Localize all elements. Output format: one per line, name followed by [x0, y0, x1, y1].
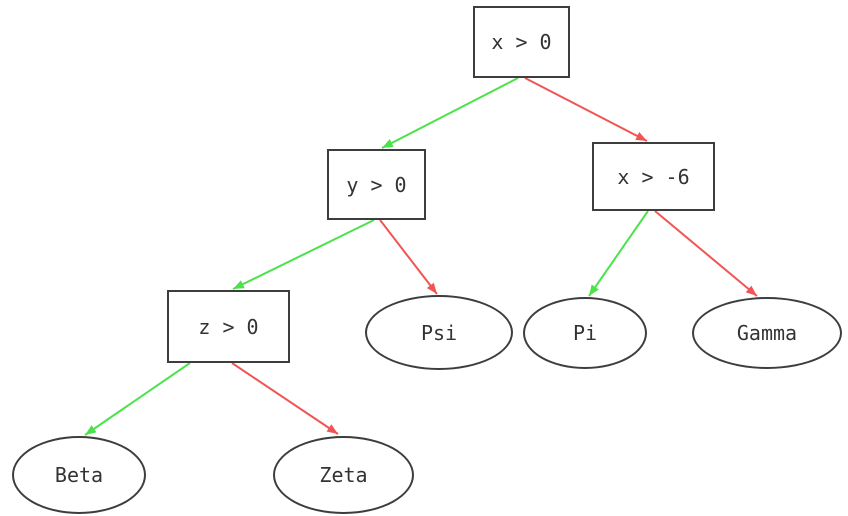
decision-node-z-gt-0-label: z > 0 [198, 314, 259, 339]
edge-z-gt-0-to-zeta-false [231, 362, 339, 435]
leaf-node-beta-label: Beta [54, 463, 104, 487]
decision-node-y-gt-0: y > 0 [327, 149, 426, 220]
leaf-node-gamma: Gamma [692, 297, 842, 369]
decision-node-z-gt-0: z > 0 [167, 290, 290, 363]
edge-y-gt-0-to-psi-false [379, 219, 438, 295]
leaf-node-psi: Psi [365, 295, 513, 370]
decision-node-x-gt-0: x > 0 [473, 6, 570, 78]
edge-root-to-x-gt-neg6-false [524, 77, 648, 142]
leaf-node-pi-label: Pi [572, 321, 598, 345]
edge-root-to-y-gt-0-true [381, 77, 519, 149]
leaf-node-psi-label: Psi [420, 320, 458, 345]
leaf-node-zeta: Zeta [273, 436, 414, 514]
leaf-node-pi: Pi [523, 297, 647, 369]
edge-x-gt-neg6-to-pi-true [588, 210, 649, 297]
edge-y-gt-0-to-z-gt-0-true [232, 219, 375, 290]
decision-node-x-gt-neg6: x > -6 [592, 142, 715, 211]
leaf-node-zeta-label: Zeta [319, 463, 368, 487]
decision-node-x-gt-neg6-label: x > -6 [617, 164, 690, 189]
decision-node-y-gt-0-label: y > 0 [346, 172, 407, 197]
leaf-node-gamma-label: Gamma [736, 321, 798, 345]
edge-x-gt-neg6-to-gamma-false [654, 210, 758, 297]
decision-node-x-gt-0-label: x > 0 [491, 30, 552, 54]
edge-z-gt-0-to-beta-true [84, 362, 191, 436]
leaf-node-beta: Beta [12, 436, 146, 514]
